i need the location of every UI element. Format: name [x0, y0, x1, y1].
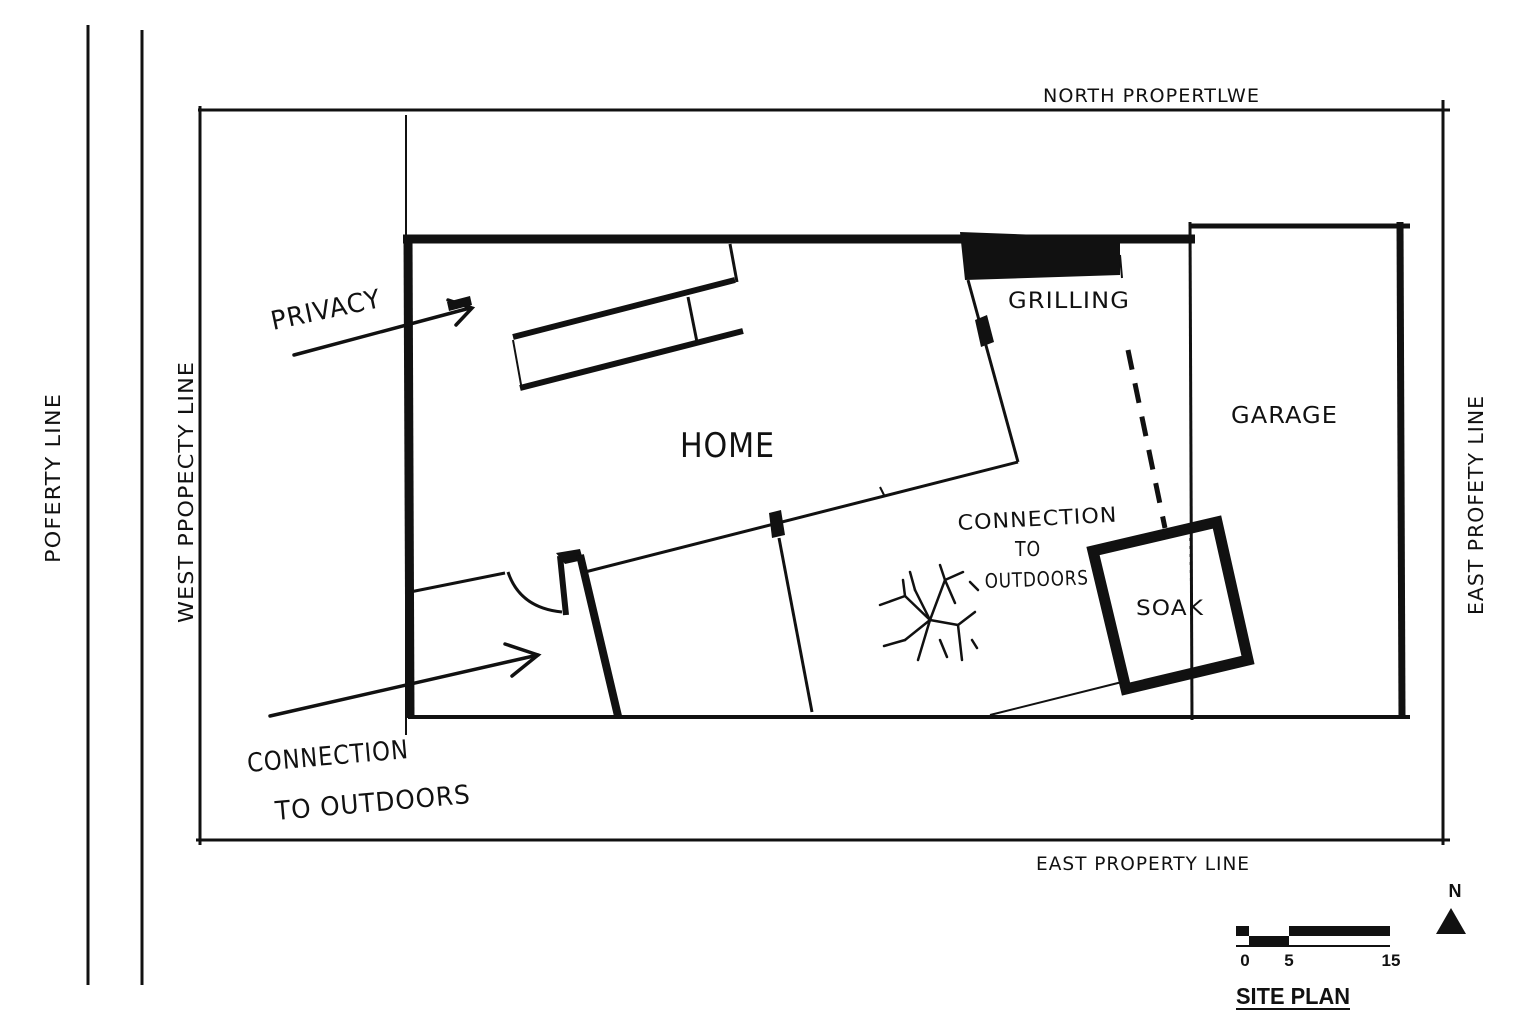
- tree-sketch: [878, 563, 980, 662]
- label-connection-left-2: TO OUTDOORS: [273, 780, 472, 827]
- scale-bar: 0 5 15: [1236, 926, 1400, 970]
- dashed-connection: [1125, 349, 1168, 529]
- door-swing-arc: [506, 571, 563, 614]
- south-wing-wall-b: [576, 554, 622, 717]
- label-connection-left-1: CONNECTION: [246, 735, 410, 779]
- west-wall-segment: [409, 571, 506, 594]
- label-far-left-line: POFERTY LINE: [41, 393, 65, 563]
- north-letter: N: [1449, 881, 1462, 901]
- garage-outline: [1188, 221, 1410, 721]
- label-north-line: NORTH PROPERTLWE: [1043, 85, 1260, 107]
- connection-arrow: [268, 642, 542, 718]
- site-plan-title: SITE PLAN: [1236, 983, 1350, 1009]
- label-west-line: WEST PPOPECTY LINE: [174, 361, 198, 623]
- property-boundary: [196, 100, 1450, 845]
- label-home: HOME: [680, 426, 775, 466]
- privacy-arrow-flag: [447, 296, 472, 311]
- soak-path: [989, 681, 1123, 716]
- north-triangle-icon: [1436, 908, 1466, 934]
- label-connection-center-3: OUTDOORS: [984, 565, 1089, 593]
- middle-divider: [777, 537, 814, 713]
- label-connection-center-1: CONNECTION: [957, 503, 1118, 535]
- soak-dotted: [1189, 529, 1193, 681]
- scale-label-0: 0: [1240, 951, 1249, 970]
- scale-label-15: 15: [1382, 951, 1401, 970]
- label-connection-center-2: TO: [1014, 537, 1041, 561]
- grilling-tick: [1119, 254, 1123, 279]
- home-west-wall: [403, 235, 415, 719]
- grilling-wall: [960, 232, 1120, 280]
- south-tick: [879, 486, 885, 496]
- home-east-diagonal: [966, 279, 1020, 463]
- door-marker-south: [769, 510, 785, 538]
- label-east-line-right: EAST PROFETY LINE: [1464, 395, 1488, 615]
- door-marker-east: [975, 315, 994, 347]
- north-arrow: N: [1436, 881, 1466, 934]
- scale-label-5: 5: [1284, 951, 1293, 970]
- label-garage: GARAGE: [1231, 403, 1338, 429]
- south-wing-wall-a: [557, 555, 569, 616]
- label-south-line: EAST PROPERTY LINE: [1036, 853, 1250, 875]
- label-soak: SOAK: [1136, 596, 1204, 620]
- counter-island: [512, 243, 744, 391]
- label-privacy: PRIVACY: [268, 284, 384, 337]
- home-south-diagonal: [584, 460, 1019, 574]
- label-grilling: GRILLING: [1008, 289, 1130, 314]
- soak-tub: [1086, 515, 1255, 696]
